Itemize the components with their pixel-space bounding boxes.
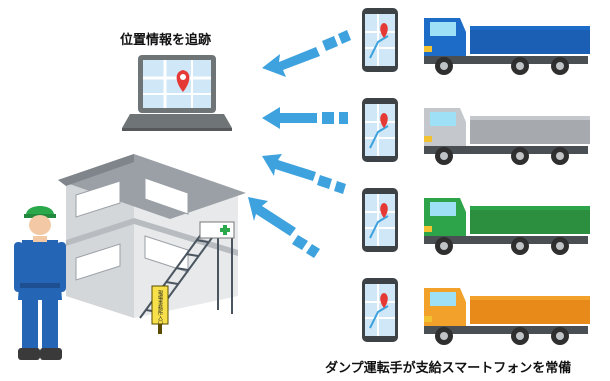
smartphone-icon: [362, 8, 398, 72]
entrance-sign-text: 現場事務所入口: [157, 290, 163, 326]
smartphone-icon: [362, 188, 398, 252]
dump-truck-blue: [424, 18, 590, 75]
site-office-building: 現場事務所入口: [58, 154, 246, 334]
location-pin-icon: [380, 113, 388, 128]
location-pin-icon: [380, 293, 388, 308]
truck-row: [362, 98, 590, 165]
dump-truck-gray: [424, 108, 590, 165]
map-screen: [143, 60, 211, 108]
truck-row: [362, 8, 590, 75]
arrow-icon: [262, 154, 346, 194]
worker-figure: [14, 206, 66, 360]
arrow-icon: [262, 30, 351, 77]
signal-arrows: [248, 30, 351, 258]
smartphone-icon: [362, 98, 398, 162]
location-pin-icon: [380, 23, 388, 38]
green-cross-icon: [220, 225, 230, 235]
arrow-icon: [262, 107, 348, 129]
driver-phone-caption: ダンプ運転手が支給スマートフォンを常備: [325, 360, 571, 376]
tracking-caption: 位置情報を追跡: [120, 32, 211, 48]
dump-truck-orange: [424, 288, 590, 345]
truck-fleet: [362, 8, 590, 345]
truck-row: [362, 278, 590, 345]
arrow-icon: [248, 197, 320, 258]
dump-truck-green: [424, 198, 590, 255]
laptop-icon: [122, 55, 232, 131]
location-pin-icon: [380, 203, 388, 218]
helmet-icon: [26, 206, 54, 215]
location-pin-icon: [176, 70, 190, 92]
truck-row: [362, 188, 590, 255]
smartphone-icon: [362, 278, 398, 342]
